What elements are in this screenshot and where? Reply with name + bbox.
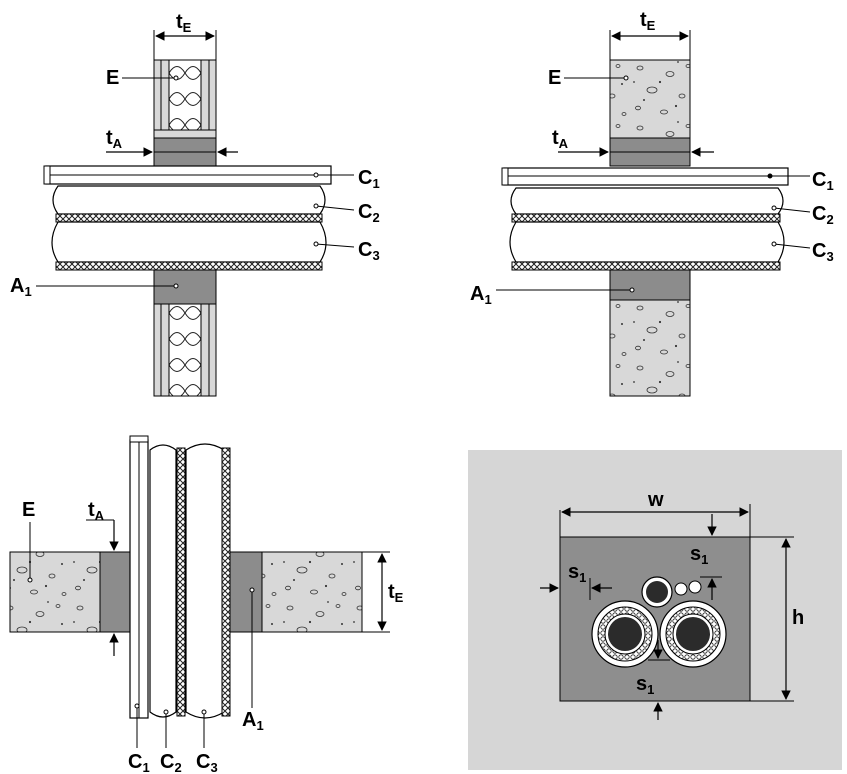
label-tA-1: tA bbox=[106, 127, 123, 151]
cable-c1-3 bbox=[129, 435, 149, 719]
label-h: h bbox=[792, 607, 804, 629]
slab-left bbox=[9, 551, 101, 633]
stud-wall-lower bbox=[153, 303, 217, 397]
label-tA-2: tA bbox=[552, 127, 569, 151]
label-E-1: E bbox=[106, 67, 119, 89]
label-c1-3: C1 bbox=[128, 751, 150, 774]
label-tA-3: tA bbox=[88, 499, 105, 523]
cable-c3-2 bbox=[509, 221, 785, 263]
cable-large-right bbox=[659, 600, 727, 668]
label-E-3: E bbox=[22, 499, 35, 521]
label-c2-2: C2 bbox=[812, 203, 834, 227]
label-c3-2: C3 bbox=[812, 240, 834, 264]
label-E-2: E bbox=[548, 67, 561, 89]
label-tE-1: tE bbox=[176, 11, 192, 35]
slab-right bbox=[261, 551, 363, 633]
label-c3-3: C3 bbox=[196, 751, 218, 774]
label-A1-1: A1 bbox=[10, 275, 32, 299]
cable-c2 bbox=[52, 185, 326, 215]
seal-right bbox=[229, 551, 263, 633]
panel-floor-slab-section: E tA tE A1 C1 C2 C3 bbox=[9, 435, 404, 774]
cable-small-3 bbox=[688, 580, 702, 594]
cable-c2-2 bbox=[510, 187, 784, 215]
concrete-wall-lower bbox=[609, 299, 691, 397]
label-s1-left: s1 bbox=[568, 561, 586, 585]
cable-large-left bbox=[591, 600, 659, 668]
mesh-wrap-c3-top-2 bbox=[511, 213, 781, 223]
label-tE-3: tE bbox=[388, 581, 404, 605]
mesh-wrap-c3-bottom bbox=[55, 261, 323, 271]
label-c1-1: C1 bbox=[358, 167, 380, 191]
mesh-wrap-c3-top bbox=[55, 213, 323, 223]
panel-concrete-wall-section: tE E tA C1 C2 C3 A1 bbox=[470, 9, 834, 397]
label-A1-2: A1 bbox=[470, 283, 492, 307]
cable-c2-3 bbox=[149, 444, 177, 718]
stud-wall-upper bbox=[153, 59, 217, 139]
seal-left bbox=[99, 551, 131, 633]
label-c3-1: C3 bbox=[358, 239, 380, 263]
mesh-wrap-c3-bottom-2 bbox=[511, 261, 781, 271]
cable-c3 bbox=[51, 221, 327, 263]
label-s1-bottom: s1 bbox=[636, 673, 654, 697]
cable-c1-2 bbox=[501, 167, 789, 186]
cable-small-2 bbox=[674, 582, 688, 596]
cable-c3-3 bbox=[185, 443, 225, 719]
mesh-wrap-c3-right bbox=[221, 447, 231, 717]
seal-lower bbox=[153, 269, 217, 305]
label-c2-3: C2 bbox=[160, 751, 182, 774]
label-A1-3: A1 bbox=[242, 709, 264, 733]
cable-c1 bbox=[43, 165, 332, 185]
label-s1-top: s1 bbox=[690, 543, 708, 567]
concrete-wall-upper bbox=[609, 59, 691, 139]
label-c2-1: C2 bbox=[358, 201, 380, 225]
label-tE-2: tE bbox=[640, 9, 656, 33]
panel-stud-wall-section: tE E tA C1 C2 C3 A1 bbox=[10, 11, 380, 397]
panel-plan-view: w h s1 s1 s1 bbox=[468, 450, 842, 770]
mesh-wrap-c3-left bbox=[176, 447, 186, 717]
label-w: w bbox=[647, 489, 664, 511]
seal-lower-2 bbox=[609, 269, 691, 301]
label-c1-2: C1 bbox=[812, 169, 834, 193]
